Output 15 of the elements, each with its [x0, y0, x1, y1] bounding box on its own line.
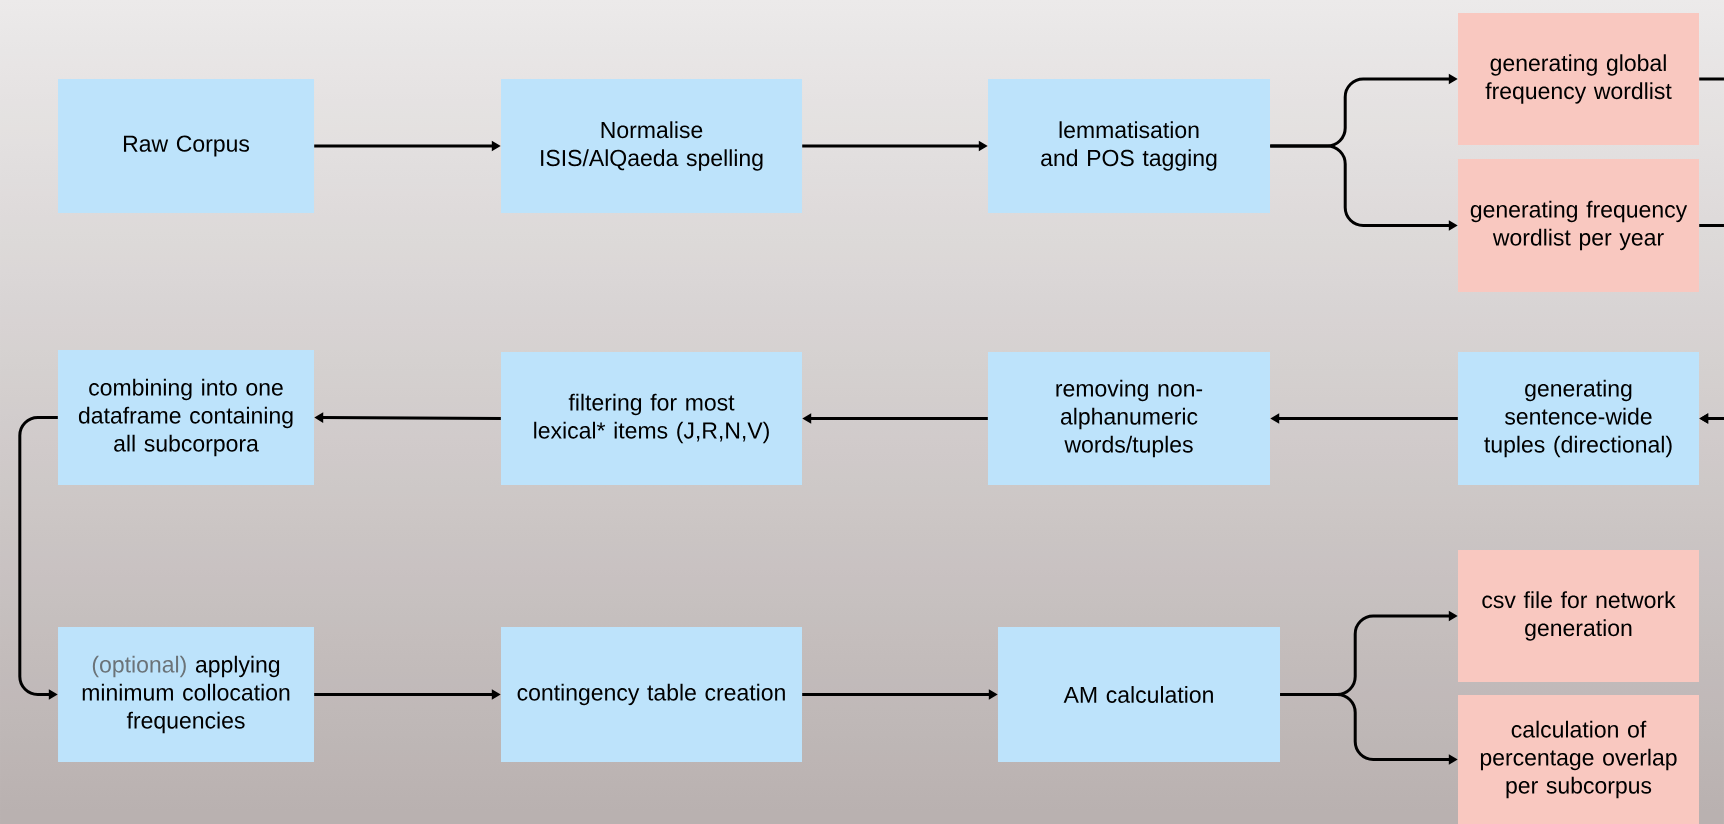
process-box: combining into one dataframe containing all subcorpora — [58, 350, 314, 485]
process-box: contingency table creation — [501, 627, 802, 762]
result-box: calculation of percentage overlap per subcorpus — [1458, 695, 1699, 824]
process-box: generating sentence-wide tuples (directional) — [1458, 352, 1699, 485]
process-box: removing non-alphanumeric words/tuples — [988, 352, 1270, 485]
process-box: Raw Corpus — [58, 79, 314, 213]
result-box: csv file for network generation — [1458, 550, 1699, 682]
process-box: filtering for most lexical* items (J,R,N,V) — [501, 352, 802, 485]
process-box: (optional) applying minimum collocation frequencies — [58, 627, 314, 762]
process-box: AM calculation — [998, 627, 1280, 762]
result-box: generating global frequency wordlist — [1458, 13, 1699, 145]
process-box: Normalise ISIS/AlQaeda spelling — [501, 79, 802, 213]
result-box: generating frequency wordlist per year — [1458, 159, 1699, 292]
process-box: lemmatisation and POS tagging — [988, 79, 1270, 213]
arrow — [1699, 224, 1724, 424]
